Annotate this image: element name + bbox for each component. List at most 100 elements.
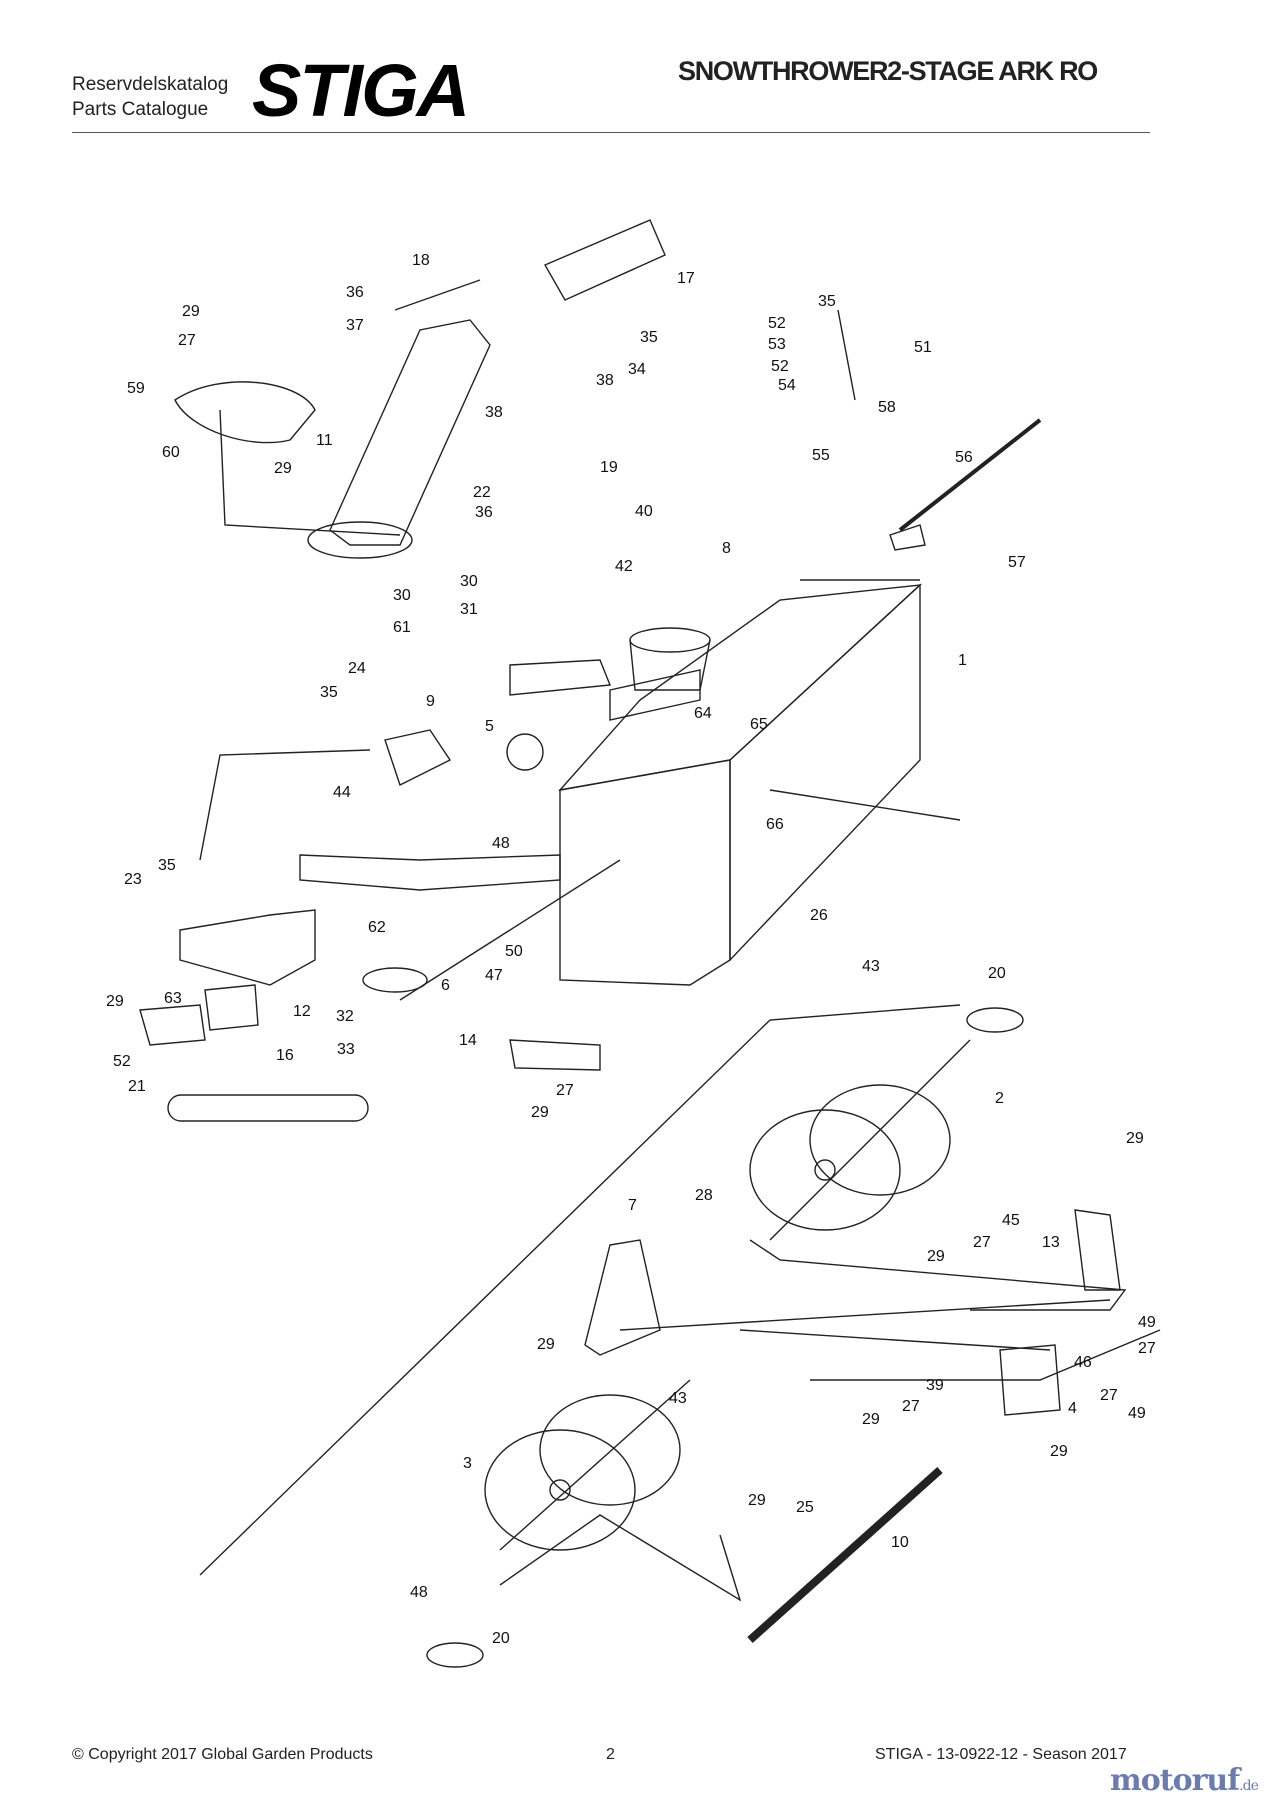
callout-29b: 29 [274, 460, 292, 477]
chute-ring [307, 521, 413, 559]
callout-51: 51 [914, 339, 932, 356]
auger-housing-7 [584, 1239, 661, 1356]
auger-gearbox-4 [999, 1344, 1061, 1416]
discharge-chute [329, 319, 491, 546]
callout-38b: 38 [485, 404, 503, 421]
callout-62: 62 [368, 919, 386, 936]
catalog-reference: STIGA - 13-0922-12 - Season 2017 [875, 1746, 1127, 1763]
callout-29a: 29 [182, 303, 200, 320]
gearbox-9 [384, 729, 452, 786]
bearing-20-top [966, 1007, 1024, 1033]
callout-43a: 43 [862, 958, 880, 975]
callout-20b: 20 [492, 1630, 510, 1647]
callout-54: 54 [778, 377, 796, 394]
svg-text:STIGA: STIGA [252, 58, 468, 124]
callout-35c: 35 [320, 684, 338, 701]
callout-58: 58 [878, 399, 896, 416]
callout-42: 42 [615, 558, 633, 575]
callout-60: 60 [162, 444, 180, 461]
callout-29e: 29 [1126, 1130, 1144, 1147]
callout-9: 9 [426, 693, 435, 710]
drive-belt [167, 1094, 369, 1122]
callout-31: 31 [460, 601, 478, 618]
callout-35d: 35 [158, 857, 176, 874]
callout-14: 14 [459, 1032, 477, 1049]
callout-17: 17 [677, 270, 695, 287]
callout-29i: 29 [1050, 1443, 1068, 1460]
header-divider [72, 132, 1150, 133]
callout-24: 24 [348, 660, 366, 677]
callout-52c: 52 [113, 1053, 131, 1070]
callout-65: 65 [750, 716, 768, 733]
callout-39: 39 [926, 1377, 944, 1394]
callout-63: 63 [164, 990, 182, 1007]
callout-38a: 38 [596, 372, 614, 389]
callout-27a: 27 [178, 332, 196, 349]
callout-30b: 30 [393, 587, 411, 604]
auger-left [484, 1429, 636, 1551]
callout-29d: 29 [531, 1104, 549, 1121]
callout-49a: 49 [1138, 1314, 1156, 1331]
left-arm-lower [299, 854, 561, 891]
callout-20a: 20 [988, 965, 1006, 982]
callout-55: 55 [812, 447, 830, 464]
callout-44: 44 [333, 784, 351, 801]
callout-29j: 29 [748, 1492, 766, 1509]
callout-64: 64 [694, 705, 712, 722]
callout-66: 66 [766, 816, 784, 833]
callout-35b: 35 [818, 293, 836, 310]
callout-36b: 36 [475, 504, 493, 521]
catalog-label-sv: Reservdelskatalog [72, 74, 229, 95]
shaft-10 [747, 1467, 943, 1643]
callout-47: 47 [485, 967, 503, 984]
callout-48a: 48 [492, 835, 510, 852]
housing-side [729, 583, 921, 962]
page-number: 2 [606, 1746, 615, 1763]
callout-27e: 27 [902, 1398, 920, 1415]
callout-32: 32 [336, 1008, 354, 1025]
callout-46: 46 [1074, 1354, 1092, 1371]
copyright: © Copyright 2017 Global Garden Products [72, 1746, 373, 1763]
callout-56: 56 [955, 449, 973, 466]
callout-37: 37 [346, 317, 364, 334]
callout-30a: 30 [460, 573, 478, 590]
callout-26: 26 [810, 907, 828, 924]
control-rod [898, 418, 1042, 532]
callout-2: 2 [995, 1090, 1004, 1107]
callout-48b: 48 [410, 1584, 428, 1601]
housing-front [559, 759, 731, 986]
callout-28: 28 [695, 1187, 713, 1204]
callout-3: 3 [463, 1455, 472, 1472]
stiga-logo: STIGA [252, 58, 470, 124]
watermark-logo: motoruf.de [1110, 1763, 1259, 1798]
callout-29f: 29 [927, 1248, 945, 1265]
auger-right [749, 1109, 901, 1231]
exploded-parts-diagram: 1 2 3 4 5 6 7 8 9 10 11 12 13 14 16 17 1… [106, 219, 1161, 1668]
housing-top [558, 584, 923, 792]
bearing-20-bottom [426, 1642, 484, 1668]
chute-plate [174, 381, 316, 444]
callout-19: 19 [600, 459, 618, 476]
callout-16: 16 [276, 1047, 294, 1064]
bracket-13 [1074, 1209, 1121, 1291]
callout-53: 53 [768, 336, 786, 353]
callout-45: 45 [1002, 1212, 1020, 1229]
left-arm-upper [509, 659, 611, 696]
catalog-label-en: Parts Catalogue [72, 99, 209, 120]
callout-61: 61 [393, 619, 411, 636]
callout-18: 18 [412, 252, 430, 269]
callout-36a: 36 [346, 284, 364, 301]
chute-deflector [544, 219, 666, 301]
callout-43b: 43 [669, 1390, 687, 1407]
callout-12: 12 [293, 1003, 311, 1020]
belt-guard-62 [179, 909, 316, 986]
callout-57: 57 [1008, 554, 1026, 571]
callout-34: 34 [628, 361, 646, 378]
callout-35a: 35 [640, 329, 658, 346]
watermark-suffix: .de [1239, 1778, 1259, 1794]
callout-52a: 52 [768, 315, 786, 332]
callout-11: 11 [316, 432, 333, 449]
callout-23: 23 [124, 871, 142, 888]
callout-21: 21 [128, 1078, 146, 1095]
catalog-label: Reservdelskatalog Parts Catalogue [72, 72, 228, 122]
